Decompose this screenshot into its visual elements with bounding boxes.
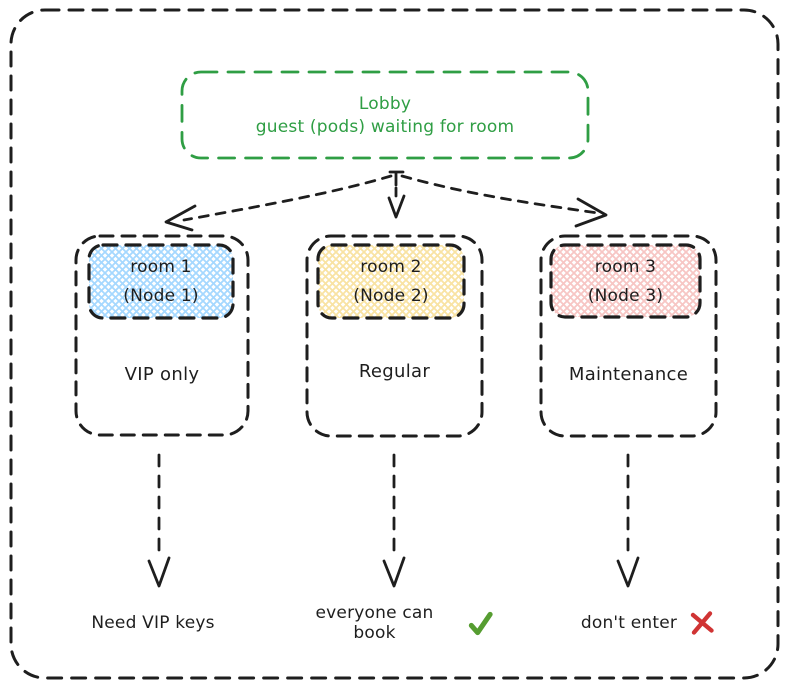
room3-header: room 3 (Node 3) xyxy=(551,245,700,317)
room3-title: room 3 xyxy=(594,256,657,277)
arrow-lobby-to-room1 xyxy=(182,174,393,222)
arrowhead-note2 xyxy=(382,556,406,588)
note-room2-text: everyone can book xyxy=(315,603,434,643)
room2-box-border xyxy=(305,234,484,438)
room1-title: room 1 xyxy=(130,257,192,277)
room1-header: room 1 (Node 1) xyxy=(89,245,233,318)
note-room3: don't enter xyxy=(541,603,755,643)
arrow-junction-tick xyxy=(388,170,405,187)
room1-label: VIP only xyxy=(124,363,200,385)
room2-title: room 2 xyxy=(360,257,422,277)
lobby-subtitle: guest (pods) waiting for room xyxy=(255,116,515,137)
arrowhead-room2 xyxy=(387,194,406,219)
arrowhead-room1 xyxy=(164,204,197,232)
lobby-title: Lobby xyxy=(358,93,412,114)
room2-node: (Node 2) xyxy=(353,286,429,306)
note-room3-text: don't enter xyxy=(580,613,678,633)
room3-box-border xyxy=(539,234,718,438)
note-room1-text: Need VIP keys xyxy=(91,613,215,633)
room3-label: Maintenance xyxy=(568,363,689,385)
lobby-box: Lobby guest (pods) waiting for room xyxy=(182,72,588,158)
room2-header-box xyxy=(316,243,466,320)
room2-header: room 2 (Node 2) xyxy=(318,245,464,318)
outer-frame-border xyxy=(9,8,780,680)
room2-label: Regular xyxy=(358,360,431,382)
room1-node: (Node 1) xyxy=(123,286,199,306)
arrowhead-room3 xyxy=(574,197,608,228)
note-room2: everyone can book xyxy=(294,603,494,643)
lobby-box-border xyxy=(180,70,590,160)
arrow-lobby-to-room3 xyxy=(400,174,600,215)
room3-header-box xyxy=(549,243,702,319)
note-room1: Need VIP keys xyxy=(67,603,239,643)
arrowhead-note1 xyxy=(147,556,171,588)
cross-icon xyxy=(690,611,714,635)
check-icon xyxy=(468,611,493,635)
room1-header-box xyxy=(87,243,235,320)
room3-node: (Node 3) xyxy=(587,285,664,306)
arrowhead-note3 xyxy=(616,556,640,588)
